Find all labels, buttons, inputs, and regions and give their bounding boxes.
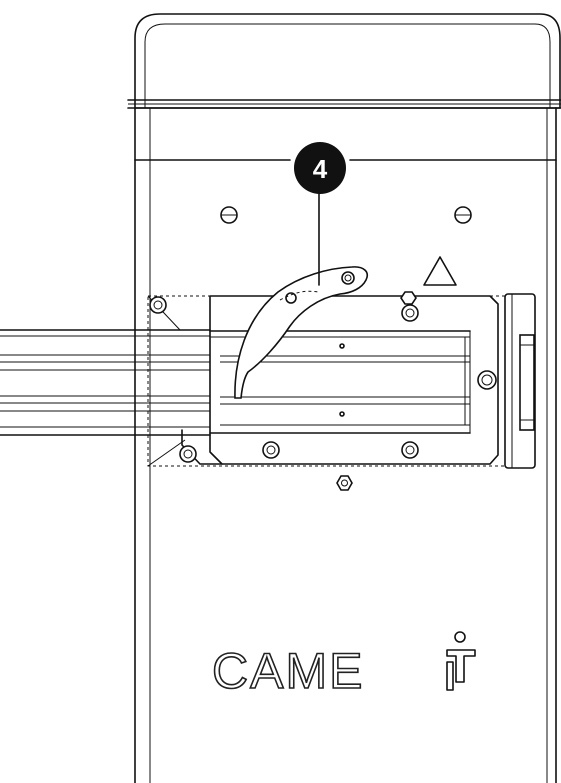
came-logo-mark-icon [446,631,476,691]
logo-text: CAME [212,643,364,699]
screw-icon [454,206,472,224]
boom-arm [0,329,211,436]
callout-4: 4 [294,142,346,286]
cabinet-top-cover [127,13,561,109]
screw-icon [401,441,419,459]
screw-icon [220,206,238,224]
callout-number: 4 [313,154,328,184]
came-logo: CAME [211,631,476,700]
screw-icon [401,304,419,322]
mounting-flange [147,295,506,467]
end-cap [504,293,536,469]
release-lever[interactable] [234,266,368,399]
screw-icon [262,441,280,459]
screw-icon [477,370,497,390]
cabinet-body [134,107,557,783]
nut-icon [336,475,353,491]
screw-icon [179,445,197,463]
warning-triangle-icon [423,256,457,286]
screw-icon [149,296,167,314]
nut-icon [400,291,417,305]
